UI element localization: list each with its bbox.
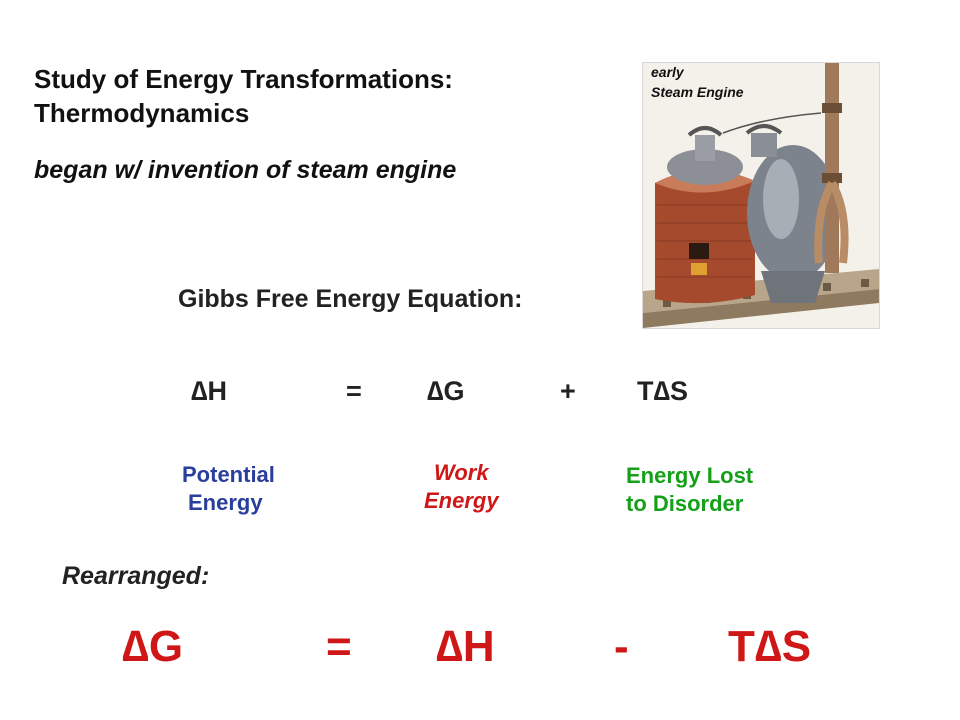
equation-operator-equals: = (346, 376, 362, 406)
lost-label-line-1: Energy Lost (626, 463, 754, 488)
work-label-line-2: Energy (424, 488, 499, 513)
potential-energy-label: Potential Energy (182, 461, 275, 517)
work-energy-label: Work Energy (424, 459, 499, 515)
equation-operator-plus: + (560, 376, 576, 406)
slide-title: Study of Energy Transformations: Thermod… (34, 62, 453, 130)
potential-label-line-2: Energy (188, 490, 263, 515)
potential-label-line-1: Potential (182, 462, 275, 487)
title-line-1: Study of Energy Transformations: (34, 64, 453, 94)
caption-line-1: early (651, 64, 684, 80)
equation-term-delta-h: ∆H (191, 376, 228, 406)
equation-term-delta-g: ∆G (427, 376, 465, 406)
rearranged-label: Rearranged: (62, 562, 210, 590)
steam-engine-icon (643, 63, 879, 328)
rearranged-term-t-delta-s: T∆S (728, 622, 812, 671)
caption-line-2: Steam Engine (651, 84, 744, 100)
equation-term-t-delta-s: T∆S (637, 376, 689, 406)
rearranged-term-delta-h: ∆H (436, 622, 495, 671)
steam-engine-image (642, 62, 880, 329)
image-caption: early Steam Engine (651, 62, 744, 102)
rearranged-operator-equals: = (326, 622, 352, 671)
lost-label-line-2: to Disorder (626, 491, 744, 516)
title-line-2: Thermodynamics (34, 98, 250, 128)
rearranged-term-delta-g: ∆G (122, 622, 184, 671)
rearranged-operator-minus: - (614, 622, 629, 671)
gibbs-equation-title: Gibbs Free Energy Equation: (178, 285, 523, 313)
slide-subtitle: began w/ invention of steam engine (34, 156, 457, 184)
energy-lost-label: Energy Lost to Disorder (626, 462, 753, 518)
work-label-line-1: Work (434, 460, 489, 485)
